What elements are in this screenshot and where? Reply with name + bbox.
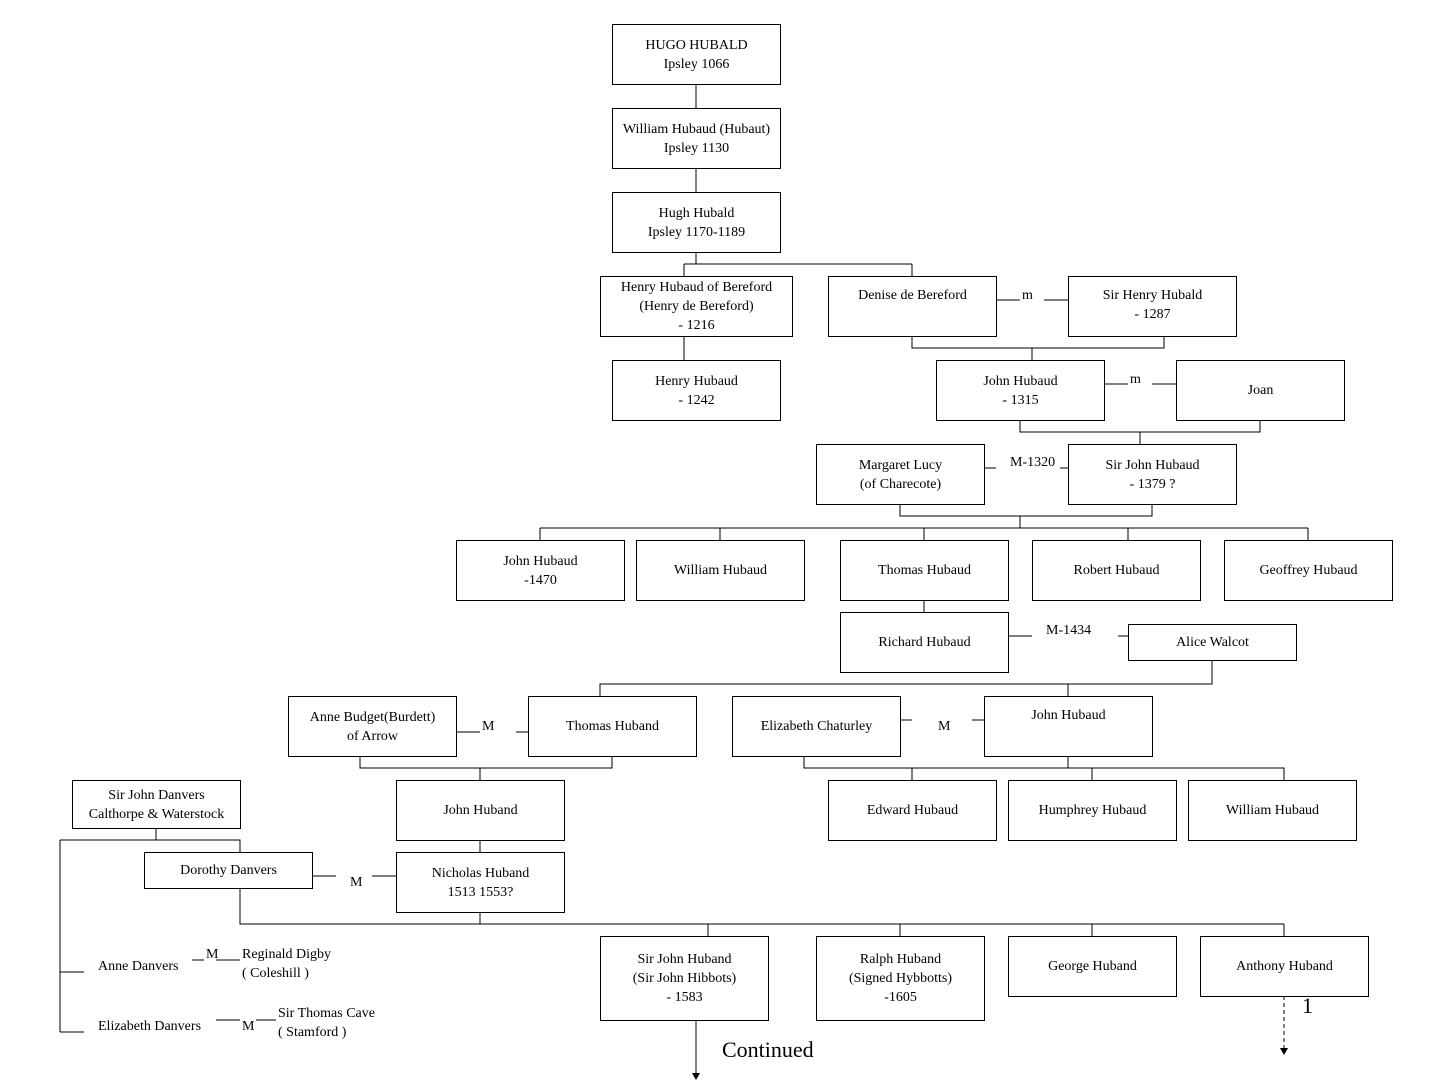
continued-arrowhead bbox=[692, 1073, 700, 1080]
person-william-hubaud: William Hubaud bbox=[636, 540, 805, 601]
elizabeth-danvers-label: Elizabeth Danvers bbox=[98, 1019, 202, 1034]
person-george-huband: George Huband bbox=[1008, 936, 1177, 997]
person-joan: Joan bbox=[1176, 360, 1345, 421]
marriage-label: M bbox=[938, 719, 951, 734]
dashed-arrowhead bbox=[1280, 1048, 1288, 1055]
marriage-label: m bbox=[1022, 288, 1033, 303]
person-sir-john-huband: Sir John Huband (Sir John Hibbots) - 158… bbox=[600, 936, 769, 1021]
marriage-label: M bbox=[242, 1019, 255, 1034]
person-thomas-huband: Thomas Huband bbox=[528, 696, 697, 757]
person-ralph-huband: Ralph Huband (Signed Hybbotts) -1605 bbox=[816, 936, 985, 1021]
person-robert-hubaud: Robert Hubaud bbox=[1032, 540, 1201, 601]
person-john-hubaud-son-of-richard: John Hubaud bbox=[984, 696, 1153, 757]
person-william-hubaud-son-of-john: William Hubaud bbox=[1188, 780, 1357, 841]
person-anne-budget: Anne Budget(Burdett) of Arrow bbox=[288, 696, 457, 757]
person-richard-hubaud: Richard Hubaud bbox=[840, 612, 1009, 673]
sir-thomas-cave-label: Sir Thomas Cave ( Stamford ) bbox=[278, 1006, 375, 1040]
person-john-huband: John Huband bbox=[396, 780, 565, 841]
marriage-label: M bbox=[206, 947, 219, 962]
person-henry-hubaud-1242: Henry Hubaud - 1242 bbox=[612, 360, 781, 421]
person-anthony-huband: Anthony Huband bbox=[1200, 936, 1369, 997]
person-geoffrey-hubaud: Geoffrey Hubaud bbox=[1224, 540, 1393, 601]
person-william-hubaud-1130: William Hubaud (Hubaut) Ipsley 1130 bbox=[612, 108, 781, 169]
person-sir-john-danvers: Sir John Danvers Calthorpe & Waterstock bbox=[72, 780, 241, 829]
page-marker: 1 bbox=[1302, 993, 1313, 1018]
person-hugo-hubald: HUGO HUBALD Ipsley 1066 bbox=[612, 24, 781, 85]
marriage-label: M bbox=[350, 875, 363, 890]
person-sir-john-hubaud-1379: Sir John Hubaud - 1379 ? bbox=[1068, 444, 1237, 505]
person-thomas-hubaud: Thomas Hubaud bbox=[840, 540, 1009, 601]
marriage-label: M-1434 bbox=[1046, 623, 1092, 638]
person-edward-hubaud: Edward Hubaud bbox=[828, 780, 997, 841]
person-margaret-lucy: Margaret Lucy (of Charecote) bbox=[816, 444, 985, 505]
marriage-label: M bbox=[482, 719, 495, 734]
marriage-label: M-1320 bbox=[1010, 455, 1056, 470]
person-sir-henry-hubald: Sir Henry Hubald - 1287 bbox=[1068, 276, 1237, 337]
person-denise-de-bereford: Denise de Bereford bbox=[828, 276, 997, 337]
reginald-digby-label: Reginald Digby ( Coleshill ) bbox=[242, 947, 332, 981]
person-alice-walcot: Alice Walcot bbox=[1128, 624, 1297, 661]
person-henry-hubaud-of-bereford: Henry Hubaud of Bereford (Henry de Beref… bbox=[600, 276, 793, 337]
person-humphrey-hubaud: Humphrey Hubaud bbox=[1008, 780, 1177, 841]
person-john-hubaud-1470: John Hubaud -1470 bbox=[456, 540, 625, 601]
anne-danvers-label: Anne Danvers bbox=[98, 959, 179, 974]
continued-label: Continued bbox=[722, 1037, 814, 1062]
person-john-hubaud-1315: John Hubaud - 1315 bbox=[936, 360, 1105, 421]
person-nicholas-huband: Nicholas Huband 1513 1553? bbox=[396, 852, 565, 913]
person-elizabeth-chaturley: Elizabeth Chaturley bbox=[732, 696, 901, 757]
marriage-label: m bbox=[1130, 372, 1141, 387]
person-dorothy-danvers: Dorothy Danvers bbox=[144, 852, 313, 889]
person-hugh-hubald: Hugh Hubald Ipsley 1170-1189 bbox=[612, 192, 781, 253]
